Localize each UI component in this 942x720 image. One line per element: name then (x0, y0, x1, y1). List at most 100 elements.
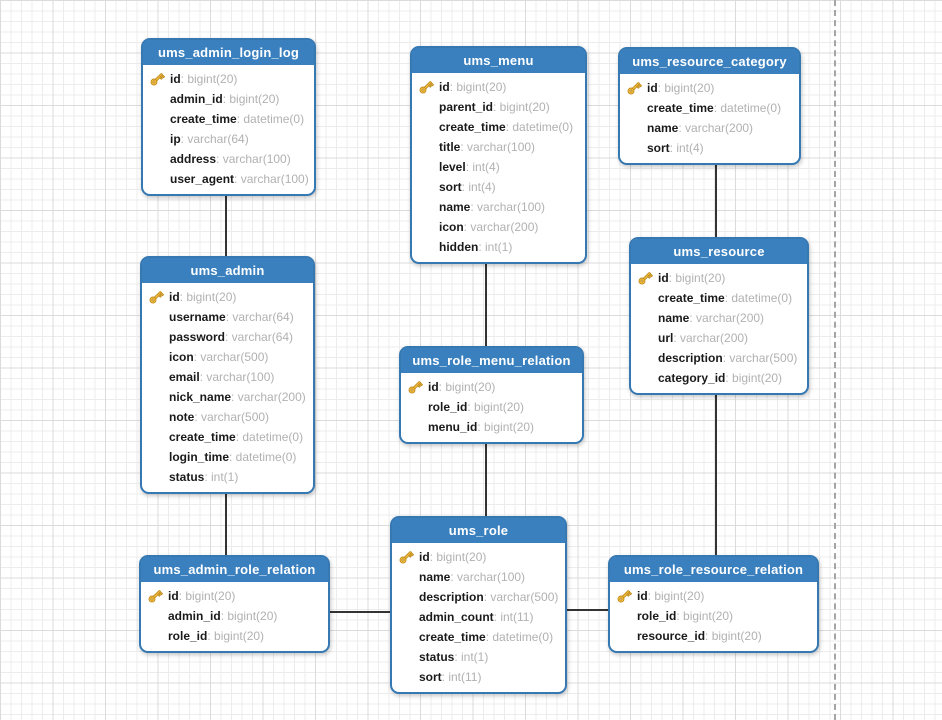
field-sort[interactable]: sort: int(11) (419, 667, 559, 687)
connector-login_log-admin[interactable] (225, 100, 227, 320)
field-status[interactable]: status: int(1) (169, 467, 307, 487)
field-create_time[interactable]: create_time: datetime(0) (647, 98, 793, 118)
field-type: : bigint(20) (668, 271, 726, 285)
field-url[interactable]: url: varchar(200) (658, 328, 801, 348)
field-id[interactable]: id: bigint(20) (399, 547, 559, 567)
field-password[interactable]: password: varchar(64) (169, 327, 307, 347)
field-name[interactable]: name: varchar(200) (658, 308, 801, 328)
table-ums_resource[interactable]: ums_resource id: bigint(20)create_time: … (629, 237, 809, 395)
table-ums_role[interactable]: ums_role id: bigint(20)name: varchar(100… (390, 516, 567, 694)
field-resource_id[interactable]: resource_id: bigint(20) (637, 626, 811, 646)
key-icon (399, 551, 414, 564)
connector-role_menu_relation-role[interactable] (485, 400, 487, 560)
field-create_time[interactable]: create_time: datetime(0) (419, 627, 559, 647)
table-ums_admin_role_relation[interactable]: ums_admin_role_relation id: bigint(20)ad… (139, 555, 330, 653)
field-create_time[interactable]: create_time: datetime(0) (169, 427, 307, 447)
table-title[interactable]: ums_role_resource_relation (610, 557, 817, 582)
field-email[interactable]: email: varchar(100) (169, 367, 307, 387)
field-level[interactable]: level: int(4) (439, 157, 579, 177)
field-name: description (419, 590, 484, 604)
field-type: : bigint(20) (647, 589, 705, 603)
field-type: : varchar(200) (231, 390, 306, 404)
table-title[interactable]: ums_admin_role_relation (141, 557, 328, 582)
field-name: id (169, 290, 180, 304)
field-type: : bigint(20) (705, 629, 762, 643)
table-title[interactable]: ums_menu (412, 48, 585, 73)
field-create_time[interactable]: create_time: datetime(0) (658, 288, 801, 308)
field-id[interactable]: id: bigint(20) (148, 586, 322, 606)
connector-role-role_resource_relation[interactable] (470, 609, 710, 611)
field-id[interactable]: id: bigint(20) (150, 69, 308, 89)
table-fields: id: bigint(20)create_time: datetime(0)na… (620, 74, 799, 163)
field-name: id (637, 589, 648, 603)
field-id[interactable]: id: bigint(20) (617, 586, 811, 606)
field-role_id[interactable]: role_id: bigint(20) (168, 626, 322, 646)
table-title[interactable]: ums_role (392, 518, 565, 543)
field-login_time[interactable]: login_time: datetime(0) (169, 447, 307, 467)
field-id[interactable]: id: bigint(20) (419, 77, 579, 97)
field-description[interactable]: description: varchar(500) (419, 587, 559, 607)
field-type: : varchar(64) (225, 310, 294, 324)
field-role_id[interactable]: role_id: bigint(20) (637, 606, 811, 626)
field-title[interactable]: title: varchar(100) (439, 137, 579, 157)
field-menu_id[interactable]: menu_id: bigint(20) (428, 417, 576, 437)
table-title[interactable]: ums_resource_category (620, 49, 799, 74)
field-create_time[interactable]: create_time: datetime(0) (170, 109, 308, 129)
field-id[interactable]: id: bigint(20) (408, 377, 576, 397)
field-type: : varchar(200) (463, 220, 539, 234)
field-parent_id[interactable]: parent_id: bigint(20) (439, 97, 579, 117)
field-username[interactable]: username: varchar(64) (169, 307, 307, 327)
table-title[interactable]: ums_admin_login_log (143, 40, 314, 65)
field-address[interactable]: address: varchar(100) (170, 149, 308, 169)
field-type: : datetime(0) (505, 120, 574, 134)
field-id[interactable]: id: bigint(20) (627, 78, 793, 98)
field-name: id (428, 380, 439, 394)
connector-resource_category-resource[interactable] (715, 100, 717, 300)
key-icon (148, 590, 163, 603)
table-title[interactable]: ums_admin (142, 258, 313, 283)
field-hidden[interactable]: hidden: int(1) (439, 237, 579, 257)
field-sort[interactable]: sort: int(4) (647, 138, 793, 158)
field-name[interactable]: name: varchar(100) (419, 567, 559, 587)
table-ums_resource_category[interactable]: ums_resource_category id: bigint(20)crea… (618, 47, 801, 165)
field-name[interactable]: name: varchar(100) (439, 197, 579, 217)
field-type: : bigint(20) (493, 100, 550, 114)
table-ums_menu[interactable]: ums_menu id: bigint(20)parent_id: bigint… (410, 46, 587, 264)
field-note[interactable]: note: varchar(500) (169, 407, 307, 427)
field-status[interactable]: status: int(1) (419, 647, 559, 667)
field-icon[interactable]: icon: varchar(500) (169, 347, 307, 367)
table-ums_admin[interactable]: ums_admin id: bigint(20)username: varcha… (140, 256, 315, 494)
field-icon[interactable]: icon: varchar(200) (439, 217, 579, 237)
connector-menu-role_menu_relation[interactable] (485, 150, 487, 400)
table-ums_admin_login_log[interactable]: ums_admin_login_log id: bigint(20)admin_… (141, 38, 316, 196)
field-name[interactable]: name: varchar(200) (647, 118, 793, 138)
field-type: : datetime(0) (235, 430, 304, 444)
field-admin_id[interactable]: admin_id: bigint(20) (170, 89, 308, 109)
field-id[interactable]: id: bigint(20) (638, 268, 801, 288)
field-ip[interactable]: ip: varchar(64) (170, 129, 308, 149)
field-admin_id[interactable]: admin_id: bigint(20) (168, 606, 322, 626)
field-name: icon (169, 350, 194, 364)
field-sort[interactable]: sort: int(4) (439, 177, 579, 197)
field-admin_count[interactable]: admin_count: int(11) (419, 607, 559, 627)
field-type: : varchar(100) (470, 200, 546, 214)
field-type: : int(4) (461, 180, 496, 194)
field-role_id[interactable]: role_id: bigint(20) (428, 397, 576, 417)
table-title[interactable]: ums_resource (631, 239, 807, 264)
table-ums_role_menu_relation[interactable]: ums_role_menu_relation id: bigint(20)rol… (399, 346, 584, 444)
field-user_agent[interactable]: user_agent: varchar(100) (170, 169, 309, 189)
field-id[interactable]: id: bigint(20) (149, 287, 307, 307)
connector-admin_role_relation-role[interactable] (230, 611, 460, 613)
field-type: : bigint(20) (180, 72, 238, 86)
connector-resource-role_resource_relation[interactable] (715, 300, 717, 612)
field-name: status (419, 650, 455, 664)
table-ums_role_resource_relation[interactable]: ums_role_resource_relation id: bigint(20… (608, 555, 819, 653)
field-type: : int(1) (454, 650, 489, 664)
field-nick_name[interactable]: nick_name: varchar(200) (169, 387, 307, 407)
field-create_time[interactable]: create_time: datetime(0) (439, 117, 579, 137)
table-title[interactable]: ums_role_menu_relation (401, 348, 582, 373)
connector-admin-admin_role_relation[interactable] (225, 400, 227, 612)
field-description[interactable]: description: varchar(500) (658, 348, 801, 368)
field-name: name (419, 570, 451, 584)
field-category_id[interactable]: category_id: bigint(20) (658, 368, 801, 388)
